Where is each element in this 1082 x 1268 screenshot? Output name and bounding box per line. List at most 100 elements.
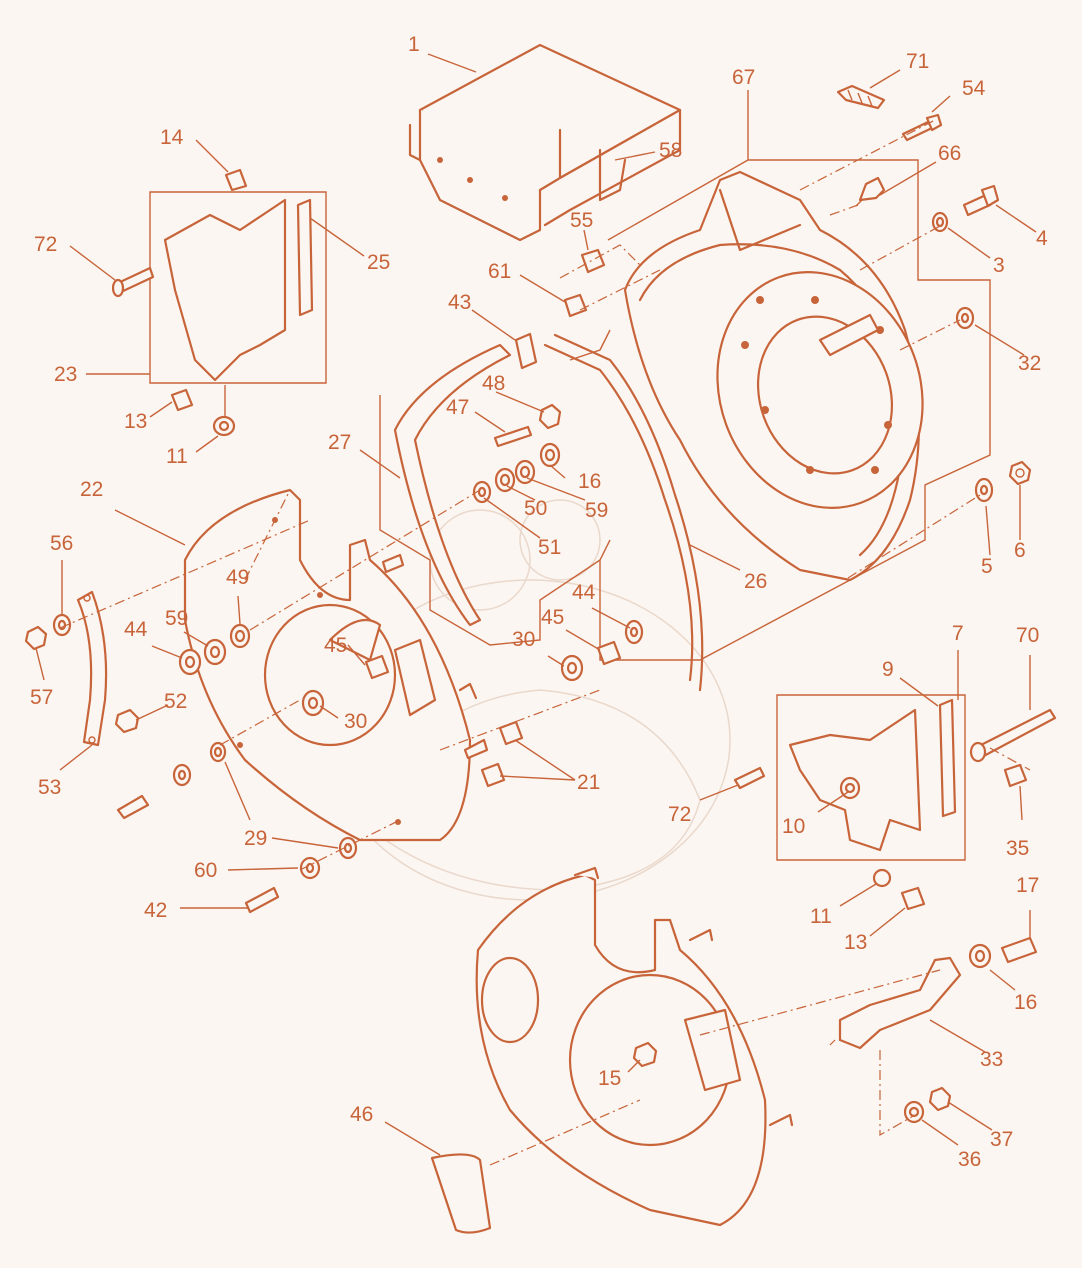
cable-clip [836,84,886,110]
callout-47: 47 [446,396,469,419]
spacer-55 [580,248,606,274]
spacer-61 [563,293,588,318]
callout-59-mid: 59 [585,499,608,522]
callout-51: 51 [538,536,561,559]
callout-43: 43 [448,291,471,314]
callout-25: 25 [367,251,390,274]
callout-14: 14 [160,126,184,149]
washer-60-lower [299,856,321,880]
callout-37: 37 [990,1128,1013,1151]
bolt-35 [1003,763,1028,788]
callout-3: 3 [993,254,1005,277]
stud-42-upper [116,794,150,820]
callout-67: 67 [732,66,755,89]
bracket-23 [163,198,287,382]
washer-59-mid [514,459,536,485]
spacer-11-bottom [872,868,892,888]
washer-36 [903,1100,925,1124]
strip-7 [938,698,957,818]
washer-29-lower [338,836,358,860]
screw-72-top [111,266,155,298]
bolt-13-bottom [900,886,926,911]
rod-70 [969,708,1057,763]
washer-32 [955,306,975,330]
washer-44-mid [624,619,644,645]
callout-13-bottom: 13 [844,931,867,954]
callout-9: 9 [882,658,894,681]
callout-7: 7 [952,622,964,645]
washer-60-upper [172,763,192,787]
callout-23: 23 [54,363,77,386]
washer-44-left [178,648,202,676]
callout-11-top: 11 [166,445,188,468]
link-53 [76,590,108,747]
callout-70: 70 [1016,624,1039,647]
callout-61: 61 [488,260,511,283]
callout-22: 22 [80,478,103,501]
strip-25 [296,198,314,317]
callout-55: 55 [570,209,593,232]
spacer-21-upper [498,720,524,746]
callout-56: 56 [50,532,73,555]
washer-16-bottom [968,943,992,969]
callout-58: 58 [659,139,682,162]
guard-27 [393,343,512,627]
callout-32: 32 [1018,352,1041,375]
callout-30-mid: 30 [512,628,535,651]
callout-71: 71 [906,50,929,73]
nut-48 [538,403,562,430]
callout-4: 4 [1036,227,1048,250]
callout-33: 33 [980,1048,1003,1071]
spacer-21-lower [480,762,506,788]
callout-72-top: 72 [34,233,57,256]
callout-1: 1 [408,33,420,56]
callout-26: 26 [744,570,767,593]
callout-36: 36 [958,1148,981,1171]
callout-6: 6 [1014,539,1026,562]
screw-72-right [733,766,766,790]
washer-51 [472,480,492,504]
seal-26 [543,333,704,692]
callout-44-left: 44 [124,618,148,641]
callout-35: 35 [1006,837,1029,860]
bushing-30-mid [560,654,584,682]
middle-frame [379,329,611,646]
spacer-11-top [212,415,236,437]
nut-37 [928,1086,952,1112]
callout-15: 15 [598,1067,621,1090]
washer-50 [494,467,516,493]
stud-42-lower [244,886,280,914]
callout-21: 21 [577,771,600,794]
callout-45-plate: 45 [324,634,347,657]
nut-52 [114,708,140,734]
callout-5: 5 [981,555,993,578]
nut-6 [1008,460,1032,486]
washer-16-mid [539,442,561,468]
spacer-45-plate [364,654,390,680]
callout-17: 17 [1016,874,1039,897]
bolt-17 [1000,936,1038,964]
callout-44-mid: 44 [572,581,596,604]
callout-66: 66 [938,142,961,165]
callout-27: 27 [328,431,351,454]
callout-16-bottom: 16 [1014,991,1037,1014]
washer-3 [931,211,949,233]
top-left-frame [149,191,327,384]
callout-60: 60 [194,859,217,882]
nut-57 [24,625,48,651]
bottom-plate [475,866,794,1227]
callout-46: 46 [350,1103,373,1126]
leader-lines [35,53,1037,1156]
callout-48: 48 [482,372,505,395]
callout-29: 29 [244,827,267,850]
control-box [408,43,682,242]
block-43 [514,332,538,370]
center-lines [59,119,1031,1166]
washer-59-left [203,638,227,666]
washer-5 [974,477,994,503]
washer-29-upper [209,741,227,763]
stud-47 [493,425,533,448]
callout-52: 52 [164,690,187,713]
bracket-33 [838,956,962,1050]
pad-46 [430,1153,492,1234]
